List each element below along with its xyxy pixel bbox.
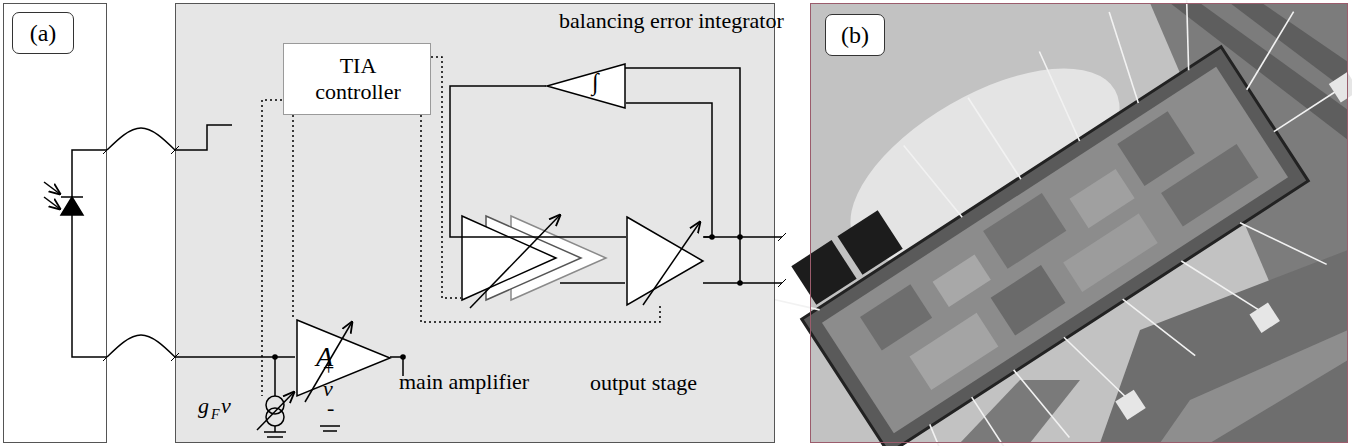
board-trace bbox=[1160, 330, 1348, 443]
amplifier-output-wire bbox=[390, 357, 403, 376]
die-surface bbox=[822, 67, 1288, 434]
junction-dot bbox=[400, 354, 406, 360]
chip-frame: balancing error integratorTIA controller… bbox=[175, 3, 775, 443]
circuit-block bbox=[860, 284, 932, 350]
control-connector bbox=[292, 115, 294, 319]
diode-wire bbox=[72, 150, 107, 357]
amplifier-triangle: A bbox=[296, 319, 391, 397]
node-text: (a) bbox=[12, 12, 74, 54]
variable-gain-arrow bbox=[257, 392, 294, 430]
output-wire bbox=[703, 237, 782, 283]
current-source-symbol bbox=[266, 408, 284, 426]
bond-wire bbox=[1088, 12, 1159, 103]
bond-wire bbox=[968, 98, 1021, 179]
bond-wire bbox=[904, 140, 962, 223]
signal-connector bbox=[626, 103, 712, 237]
junction-dot bbox=[737, 280, 743, 286]
circuit-block bbox=[1063, 214, 1158, 292]
signal-wire bbox=[560, 282, 625, 284]
photo-background bbox=[810, 3, 1348, 443]
amplifier-chain: main amplifier bbox=[461, 213, 611, 303]
ground-symbol bbox=[320, 426, 340, 431]
variable-gain-arrow bbox=[643, 222, 700, 305]
photodiode-circuit bbox=[44, 68, 786, 437]
pad-mark bbox=[778, 233, 786, 287]
chip-frame: (a) bbox=[3, 3, 107, 443]
circuit-block bbox=[991, 265, 1066, 335]
junctions bbox=[272, 234, 743, 360]
light-arrow bbox=[44, 182, 60, 194]
variable-gain-arrow bbox=[305, 322, 352, 402]
junction-dot bbox=[737, 234, 743, 240]
triangle-outline bbox=[547, 64, 625, 108]
bond-wire bbox=[1027, 51, 1092, 141]
bond-pad bbox=[1249, 302, 1279, 332]
shape-outline bbox=[626, 216, 704, 306]
control-connector bbox=[431, 57, 461, 298]
bond-wire bbox=[1240, 196, 1327, 292]
triangle-outline bbox=[627, 217, 703, 305]
shape-outline bbox=[546, 63, 626, 109]
node-text: output stage bbox=[590, 370, 697, 395]
bond-pad bbox=[1115, 390, 1145, 420]
photodiode-symbol bbox=[61, 197, 83, 215]
signal-connector bbox=[461, 236, 626, 238]
bond-pad bbox=[1329, 72, 1352, 102]
diode-bar bbox=[61, 196, 83, 198]
shape-outline bbox=[461, 213, 611, 303]
die-edge bbox=[802, 47, 1308, 446]
bond-wire bbox=[1225, 12, 1316, 90]
node-text: balancing error integrator bbox=[559, 8, 784, 33]
circuit-block bbox=[983, 193, 1066, 269]
signal-connector bbox=[107, 128, 175, 150]
circuit-block bbox=[933, 255, 991, 307]
bond-wire bbox=[972, 397, 1019, 446]
bond-wire bbox=[1064, 326, 1128, 410]
photodiode-square bbox=[837, 210, 902, 275]
board-trace bbox=[1230, 3, 1348, 92]
bond-wire bbox=[1144, 0, 1231, 70]
light-arrow bbox=[44, 197, 60, 209]
triangle-outline bbox=[462, 216, 556, 300]
node-text: A bbox=[316, 341, 333, 373]
circuit-block bbox=[1069, 169, 1134, 228]
controller-box: TIA controller bbox=[283, 43, 431, 115]
connector-group bbox=[107, 57, 712, 357]
node-text: ∫ bbox=[592, 69, 599, 97]
current-source-symbol bbox=[266, 396, 284, 414]
control-line bbox=[262, 100, 282, 396]
circuit-block bbox=[1117, 111, 1195, 186]
node-text: main amplifier bbox=[399, 369, 529, 394]
junction-dot bbox=[272, 354, 278, 360]
node-text: (b) bbox=[825, 14, 885, 56]
junction-dot bbox=[709, 234, 715, 240]
triangle-outline bbox=[297, 320, 390, 396]
bond-wire bbox=[1014, 364, 1070, 442]
source-wire bbox=[264, 357, 286, 437]
bond-pads bbox=[926, 72, 1352, 446]
feedback-wire bbox=[625, 68, 740, 283]
control-connector bbox=[421, 115, 660, 322]
integrator-triangle: ∫ bbox=[546, 63, 626, 109]
bond-wire bbox=[1123, 283, 1196, 372]
bond-wires bbox=[708, 0, 1352, 446]
signal-connector bbox=[107, 335, 175, 357]
pad-mark bbox=[103, 146, 179, 361]
amplifier-triangle: output stage bbox=[626, 216, 704, 306]
circuit-block bbox=[1161, 144, 1258, 227]
node-text: TIA controller bbox=[308, 53, 408, 105]
variable-gain-arrow bbox=[470, 215, 560, 308]
chip-die bbox=[708, 0, 1352, 446]
photo-frame: (b) bbox=[810, 3, 1348, 443]
bond-wire bbox=[1274, 87, 1343, 132]
signal-connector bbox=[450, 86, 546, 237]
shape-outline bbox=[296, 319, 391, 397]
supply-wire bbox=[175, 125, 232, 150]
bond-wire bbox=[1181, 239, 1262, 334]
circuit-block bbox=[909, 313, 998, 390]
input-wire bbox=[175, 356, 295, 358]
